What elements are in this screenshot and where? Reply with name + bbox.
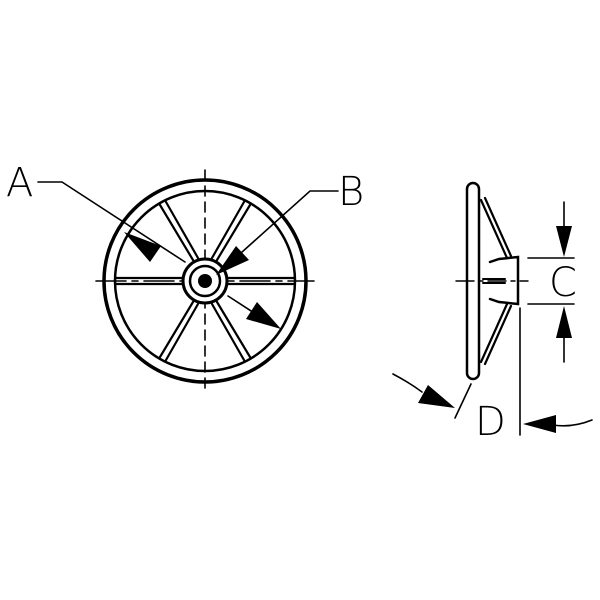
side-view	[392, 181, 593, 436]
outer-rim	[102, 178, 308, 384]
label-a: A	[6, 160, 33, 206]
hub-block	[488, 255, 520, 306]
label-b: B	[338, 169, 364, 215]
dimension-a-leader	[37, 181, 186, 263]
dimension-a-arrowhead	[124, 232, 161, 262]
front-view	[37, 169, 339, 393]
dimension-d-arrowhead-left	[418, 385, 455, 408]
dimension-c-arrowhead-top	[556, 226, 572, 257]
dimension-d-arrowhead-right	[523, 415, 556, 433]
label-c: C	[549, 260, 577, 306]
spokes	[114, 200, 296, 362]
dimension-a-arrowhead-2	[246, 302, 281, 329]
hub-center	[198, 274, 212, 288]
dimension-c-arrowhead-bottom	[556, 306, 572, 338]
inner-rim	[113, 189, 297, 373]
label-d: D	[475, 399, 506, 445]
dimension-d-extension-left	[454, 383, 472, 419]
dimension-b-leader	[221, 190, 339, 271]
hub-inner	[188, 264, 222, 298]
dimension-b-arrowhead	[216, 246, 249, 275]
